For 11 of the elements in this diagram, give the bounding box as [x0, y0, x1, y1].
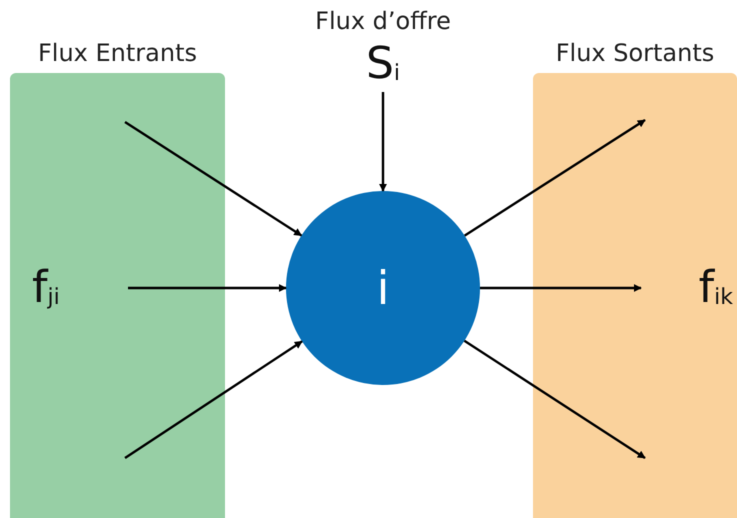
arrow — [124, 121, 302, 237]
arrow — [464, 118, 646, 237]
node-circle: i — [286, 191, 480, 385]
arrow — [124, 340, 303, 459]
arrow — [379, 92, 387, 192]
band-heading: Flux Entrants — [37, 38, 198, 68]
arrow — [480, 284, 642, 292]
arrow — [128, 284, 287, 292]
band-heading: Flux Sortants — [554, 38, 716, 68]
supply-heading: Flux d’offre — [314, 6, 452, 36]
arrow — [464, 340, 646, 459]
